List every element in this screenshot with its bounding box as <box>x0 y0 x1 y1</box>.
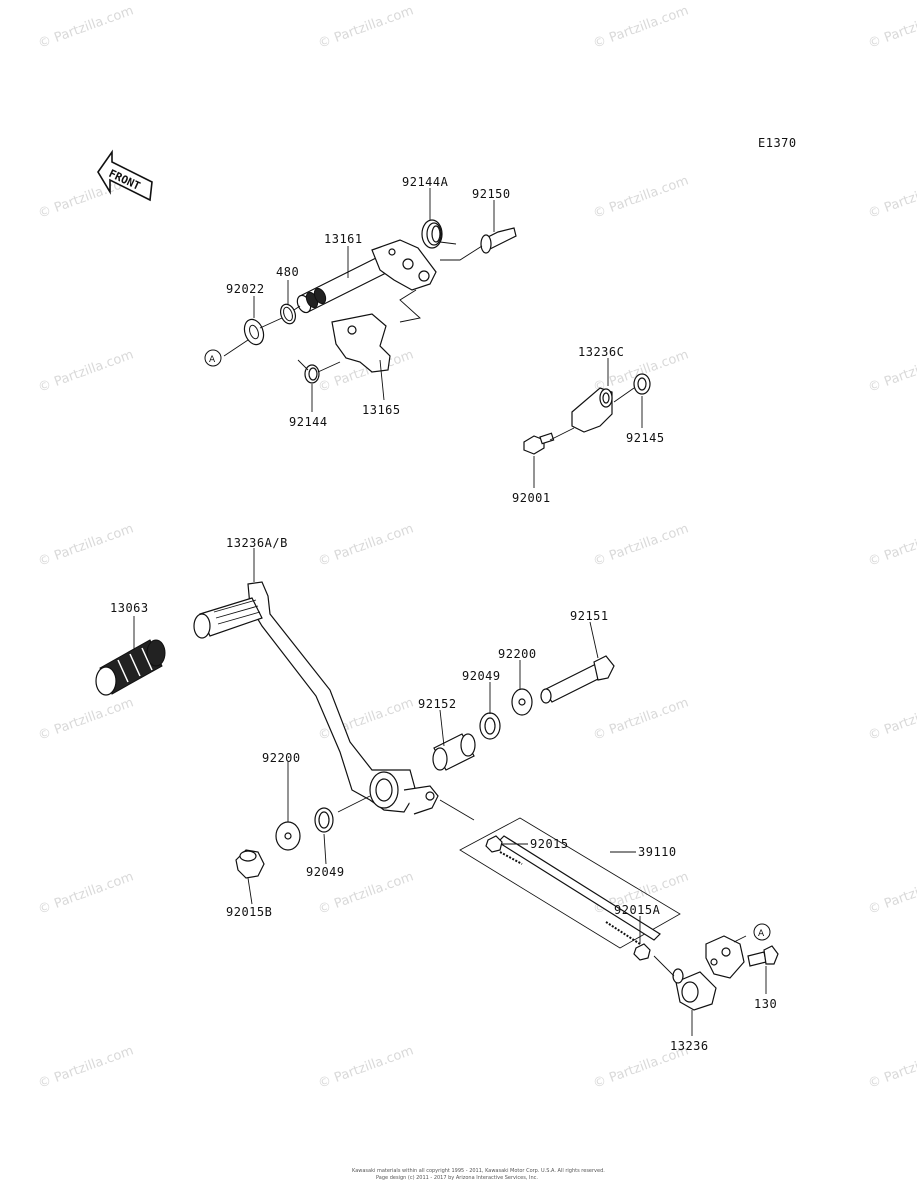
part-label[interactable]: 92152 <box>418 697 457 711</box>
part-label[interactable]: 13236 <box>670 1039 709 1053</box>
shift-shaft-13161 <box>296 239 437 314</box>
watermark: © Partzilla.com <box>591 695 690 743</box>
joint-13236 <box>672 935 745 1011</box>
part-label[interactable]: 92144A <box>402 175 449 189</box>
watermark-layer: © Partzilla.com © Partzilla.com © Partzi… <box>36 3 917 1091</box>
pedal-rubber-13063 <box>95 639 166 696</box>
leader-lines-lower <box>133 548 767 1036</box>
watermark: © Partzilla.com <box>591 3 690 51</box>
shift-pedal-13236AB <box>193 581 439 815</box>
watermark: © Partzilla.com <box>866 347 917 395</box>
collar-92152 <box>432 733 476 771</box>
pin-92150 <box>480 227 517 254</box>
cap-nut-92015B <box>235 849 265 879</box>
part-label[interactable]: 13236C <box>578 345 624 359</box>
part-label[interactable]: 92015B <box>226 905 272 919</box>
part-label[interactable]: 13165 <box>362 403 401 417</box>
watermark: © Partzilla.com <box>36 521 135 569</box>
part-label[interactable]: 92049 <box>306 865 345 879</box>
leader-lines-upper <box>223 188 495 412</box>
part-label[interactable]: 92151 <box>570 609 609 623</box>
copyright-line: Page design (c) 2011 - 2017 by Arizona I… <box>376 1175 538 1181</box>
watermark: © Partzilla.com <box>316 521 415 569</box>
part-label[interactable]: 480 <box>276 265 299 279</box>
watermark: © Partzilla.com <box>36 3 135 51</box>
leader-lines-13236c <box>533 358 643 488</box>
watermark: © Partzilla.com <box>316 1043 415 1091</box>
spring-92144A <box>421 219 457 249</box>
watermark: © Partzilla.com <box>591 521 690 569</box>
part-label[interactable]: 130 <box>754 997 777 1011</box>
part-label[interactable]: 92022 <box>226 282 265 296</box>
watermark: © Partzilla.com <box>866 3 917 51</box>
part-labels: 92144A 92150 13161 480 92022 92144 13165… <box>110 175 777 1053</box>
part-label[interactable]: 92144 <box>289 415 328 429</box>
part-label[interactable]: 39110 <box>638 845 677 859</box>
watermark: © Partzilla.com <box>36 695 135 743</box>
watermark: © Partzilla.com <box>866 869 917 917</box>
spring-92144 <box>297 359 341 384</box>
svg-text:A: A <box>209 355 216 365</box>
bolt-130 <box>747 945 779 967</box>
watermark: © Partzilla.com <box>36 347 135 395</box>
watermark: © Partzilla.com <box>866 521 917 569</box>
part-label[interactable]: 92145 <box>626 431 665 445</box>
watermark: © Partzilla.com <box>866 173 917 221</box>
part-label[interactable]: 92200 <box>498 647 537 661</box>
watermark: © Partzilla.com <box>36 869 135 917</box>
ref-marker-a: A <box>753 923 771 941</box>
ref-marker-a: A <box>204 349 222 367</box>
plate-13165 <box>331 313 391 373</box>
circlip-92145 <box>633 373 651 395</box>
watermark: © Partzilla.com <box>866 695 917 743</box>
part-label[interactable]: 13063 <box>110 601 149 615</box>
arm-13236C <box>571 387 613 433</box>
part-label[interactable]: 92049 <box>462 669 501 683</box>
copyright-line: Kawasaki materials within all copyright … <box>352 1168 605 1174</box>
bolt-92151 <box>540 655 615 704</box>
part-label[interactable]: 92150 <box>472 187 511 201</box>
part-label[interactable]: 13161 <box>324 232 363 246</box>
part-label[interactable]: 92001 <box>512 491 551 505</box>
diagram-code: E1370 <box>758 136 797 150</box>
watermark: © Partzilla.com <box>316 3 415 51</box>
watermark: © Partzilla.com <box>36 1043 135 1091</box>
watermark: © Partzilla.com <box>866 1043 917 1091</box>
tie-rod-39110 <box>459 817 681 961</box>
part-label[interactable]: 92200 <box>262 751 301 765</box>
bolt-92001 <box>523 432 555 455</box>
part-label[interactable]: 13236A/B <box>226 536 288 550</box>
watermark: © Partzilla.com <box>591 173 690 221</box>
svg-text:A: A <box>758 929 765 939</box>
part-label[interactable]: 92015A <box>614 903 661 917</box>
part-label[interactable]: 92015 <box>530 837 569 851</box>
